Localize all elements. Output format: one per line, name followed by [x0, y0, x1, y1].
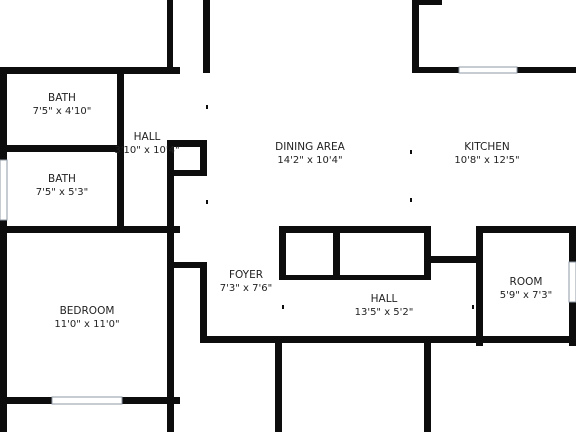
windows [0, 66, 576, 405]
room-name-kitchen: KITCHEN [464, 141, 510, 153]
room-name-bath-1: BATH [48, 92, 76, 104]
door-marks [206, 105, 474, 309]
room-dims-kitchen: 10'8" x 12'5" [454, 155, 519, 166]
room-dims-foyer: 7'3" x 7'6" [220, 283, 272, 294]
room-name-hall-1: HALL [134, 131, 161, 143]
room-dims-hall-1: 3'10" x 10'4" [114, 145, 179, 156]
room-dims-bath-1: 7'5" x 4'10" [33, 106, 92, 117]
room-dims-dining: 14'2" x 10'4" [277, 155, 342, 166]
room-labels: BATH 7'5" x 4'10" HALL 3'10" x 10'4" BAT… [33, 92, 553, 330]
room-dims-bath-2: 7'5" x 5'3" [36, 187, 88, 198]
room-dims-room: 5'9" x 7'3" [500, 290, 552, 301]
room-dims-hall-2: 13'5" x 5'2" [355, 307, 414, 318]
room-dims-bedroom: 11'0" x 11'0" [54, 319, 119, 330]
room-name-room: ROOM [510, 276, 543, 288]
room-name-bedroom: BEDROOM [60, 305, 115, 317]
room-name-dining: DINING AREA [275, 141, 346, 153]
room-name-foyer: FOYER [229, 269, 263, 281]
room-name-bath-2: BATH [48, 173, 76, 185]
room-name-hall-2: HALL [371, 293, 398, 305]
